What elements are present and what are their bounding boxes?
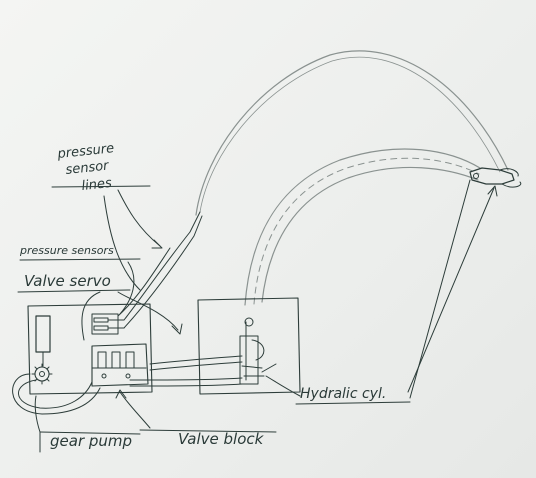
line-cyl-right [410, 180, 470, 398]
cable-to-gripper [408, 188, 494, 392]
motor-body [36, 316, 50, 366]
arm-boom-outer [245, 149, 480, 305]
label-pressure-sensors: pressure sensors [19, 244, 114, 257]
label-gear-pump: gear pump [50, 432, 132, 450]
label-pressure-sensor-lines: pressure sensor lines [52, 141, 162, 290]
arm-outer-arc-inner [200, 57, 500, 212]
gear-pump-icon [32, 364, 52, 384]
sensor-line-2 [124, 216, 202, 328]
label-sensor-line2: sensor [65, 158, 111, 178]
pressure-sensors-block [92, 314, 124, 334]
arm-outer-arc [196, 51, 508, 215]
label-hydraulic-cyl-group: Hydralic cyl. [266, 376, 410, 404]
label-gear-pump-group: gear pump [35, 396, 140, 452]
gripper [470, 168, 521, 187]
label-lines-line3: lines [81, 176, 113, 194]
hydraulic-line-2 [150, 362, 242, 370]
label-hydraulic-cyl: Hydralic cyl. [300, 386, 386, 402]
hydraulic-line-3 [130, 378, 242, 380]
arm-boom-centerline [254, 158, 479, 304]
label-valve-block: Valve block [178, 430, 265, 448]
hydraulic-cylinder [240, 318, 276, 384]
label-valve-block-group: Valve block [116, 390, 276, 448]
label-valve-servo: Valve servo [24, 272, 111, 290]
